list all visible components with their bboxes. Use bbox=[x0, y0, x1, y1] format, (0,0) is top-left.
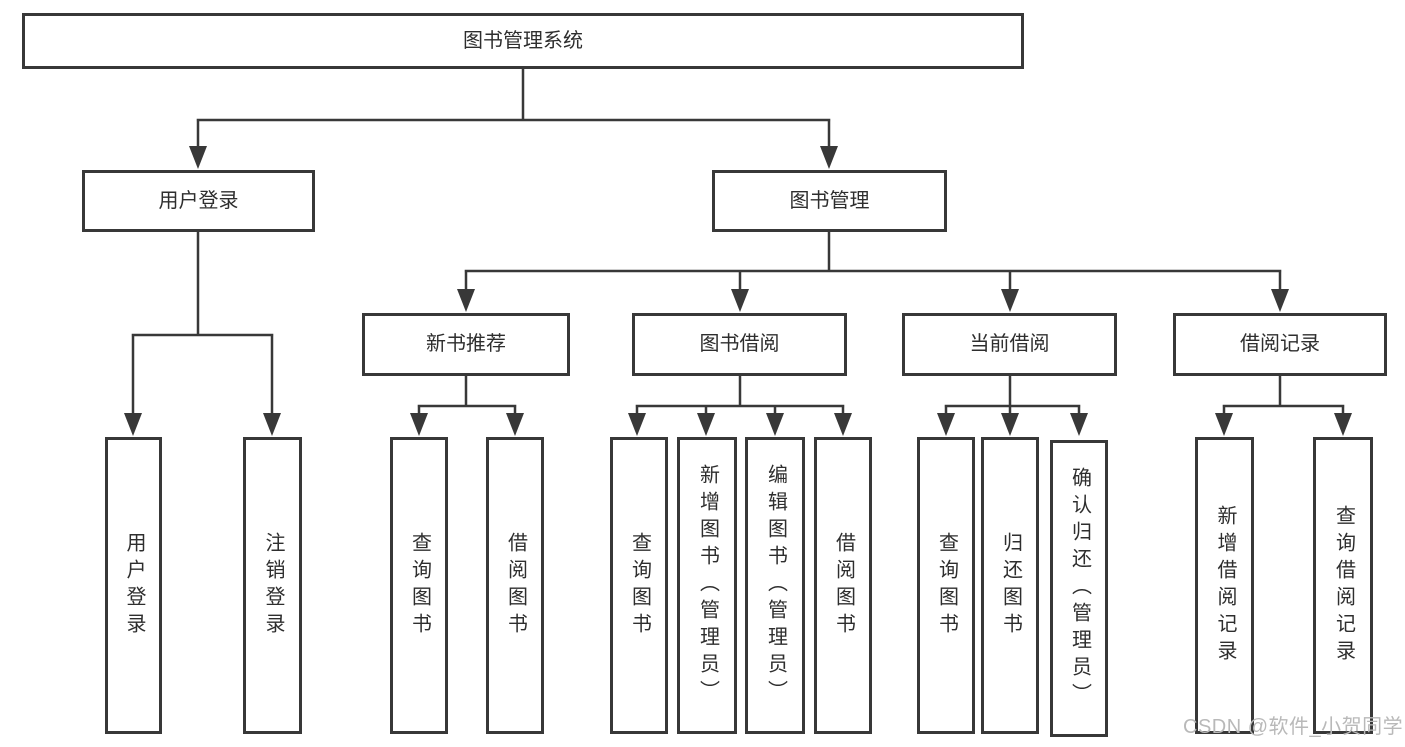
leaf-cb-query-books: 查询图书 bbox=[917, 437, 975, 734]
node-book-management: 图书管理 bbox=[712, 170, 947, 232]
leaf-user-login-label: 用户登录 bbox=[123, 531, 145, 640]
leaf-logout-label: 注销登录 bbox=[262, 531, 284, 640]
edge-new-book-recommend-to-leaves bbox=[410, 376, 524, 436]
leaf-bb-borrow-books-label: 借阅图书 bbox=[832, 531, 855, 640]
leaf-nb-borrow-books: 借阅图书 bbox=[486, 437, 544, 734]
leaf-bb-add-books-admin: 新增图书（管理员） bbox=[677, 437, 737, 734]
edge-book-management-to-level2 bbox=[457, 232, 1289, 312]
node-user-login: 用户登录 bbox=[82, 170, 315, 232]
node-user-login-label: 用户登录 bbox=[158, 189, 239, 212]
leaf-nb-query-books-label: 查询图书 bbox=[408, 531, 431, 640]
leaf-cb-return-books: 归还图书 bbox=[981, 437, 1039, 734]
edge-user-login-to-leaves bbox=[124, 232, 281, 436]
node-book-management-label: 图书管理 bbox=[789, 189, 870, 212]
node-book-borrow-label: 图书借阅 bbox=[699, 333, 780, 355]
node-borrow-records-label: 借阅记录 bbox=[1240, 333, 1320, 355]
node-new-book-recommend-label: 新书推荐 bbox=[426, 333, 506, 355]
edge-book-borrow-to-leaves bbox=[628, 376, 852, 436]
node-current-borrow: 当前借阅 bbox=[902, 313, 1117, 376]
node-current-borrow-label: 当前借阅 bbox=[969, 333, 1050, 355]
node-root-label: 图书管理系统 bbox=[463, 29, 583, 52]
leaf-br-add-record: 新增借阅记录 bbox=[1195, 437, 1254, 734]
leaf-logout: 注销登录 bbox=[243, 437, 302, 734]
leaf-bb-query-books-label: 查询图书 bbox=[628, 531, 651, 640]
leaf-bb-edit-books-admin: 编辑图书（管理员） bbox=[745, 437, 805, 734]
node-new-book-recommend: 新书推荐 bbox=[362, 313, 570, 376]
leaf-br-query-record: 查询借阅记录 bbox=[1313, 437, 1373, 734]
leaf-br-add-record-label: 新增借阅记录 bbox=[1214, 504, 1236, 667]
leaf-nb-query-books: 查询图书 bbox=[390, 437, 448, 734]
edge-current-borrow-to-leaves bbox=[937, 376, 1088, 436]
leaf-cb-query-books-label: 查询图书 bbox=[935, 531, 958, 640]
edge-borrow-records-to-leaves bbox=[1215, 376, 1352, 436]
leaf-user-login: 用户登录 bbox=[105, 437, 162, 734]
leaf-bb-add-books-admin-label: 新增图书（管理员） bbox=[696, 464, 719, 707]
node-book-borrow: 图书借阅 bbox=[632, 313, 847, 376]
leaf-cb-confirm-return-admin: 确认归还（管理员） bbox=[1050, 440, 1108, 737]
edge-root-to-level1 bbox=[189, 69, 838, 169]
csdn-watermark: CSDN @软件_小贺同学 bbox=[1183, 716, 1404, 738]
leaf-bb-edit-books-admin-label: 编辑图书（管理员） bbox=[764, 464, 787, 707]
node-root: 图书管理系统 bbox=[22, 13, 1024, 69]
leaf-bb-query-books: 查询图书 bbox=[610, 437, 668, 734]
leaf-br-query-record-label: 查询借阅记录 bbox=[1332, 504, 1355, 667]
leaf-cb-return-books-label: 归还图书 bbox=[999, 531, 1022, 640]
leaf-cb-confirm-return-admin-label: 确认归还（管理员） bbox=[1068, 467, 1091, 710]
leaf-bb-borrow-books: 借阅图书 bbox=[814, 437, 872, 734]
leaf-nb-borrow-books-label: 借阅图书 bbox=[504, 531, 527, 640]
node-borrow-records: 借阅记录 bbox=[1173, 313, 1387, 376]
